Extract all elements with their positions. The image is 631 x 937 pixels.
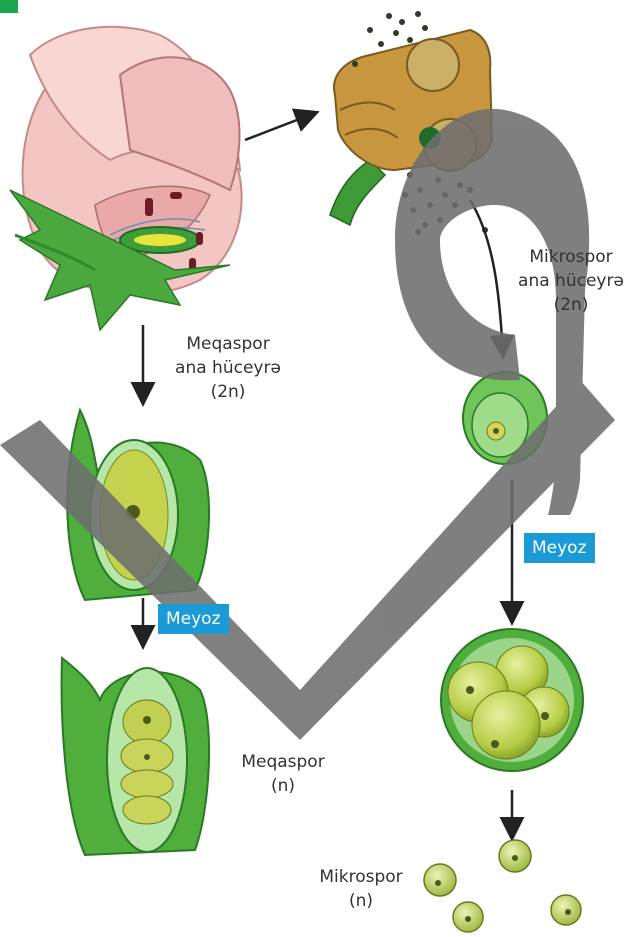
microspore-line2: (n) <box>306 889 416 913</box>
meiosis-tag-left: Meyoz <box>158 604 229 634</box>
meiosis-tag-right: Meyoz <box>524 533 595 563</box>
microspore-mother-line1: Mikrospor <box>511 245 631 269</box>
megaspore-mother-label: Meqaspor ana hüceyrə (2n) <box>170 332 286 404</box>
megaspore-line1: Meqaspor <box>228 750 338 774</box>
megaspore-line2: (n) <box>228 774 338 798</box>
megaspore-label: Meqaspor (n) <box>228 750 338 798</box>
microspore-line1: Mikrospor <box>306 865 416 889</box>
arrow-flower-to-anther <box>245 113 315 140</box>
microspore-tetrad-illustration <box>441 629 583 771</box>
megaspore-mother-line2: ana hüceyrə <box>170 356 286 380</box>
microspore-mother-line3: (2n) <box>511 293 631 317</box>
microspores-illustration <box>424 840 581 932</box>
megaspore-mother-line1: Meqaspor <box>170 332 286 356</box>
megaspore-mother-line3: (2n) <box>170 380 286 404</box>
microspore-mother-line2: ana hüceyrə <box>511 269 631 293</box>
microspore-mother-label: Mikrospor ana hüceyrə (2n) <box>511 245 631 317</box>
microspore-label: Mikrospor (n) <box>306 865 416 913</box>
megaspores-illustration <box>62 658 209 855</box>
flower-illustration <box>10 27 242 330</box>
